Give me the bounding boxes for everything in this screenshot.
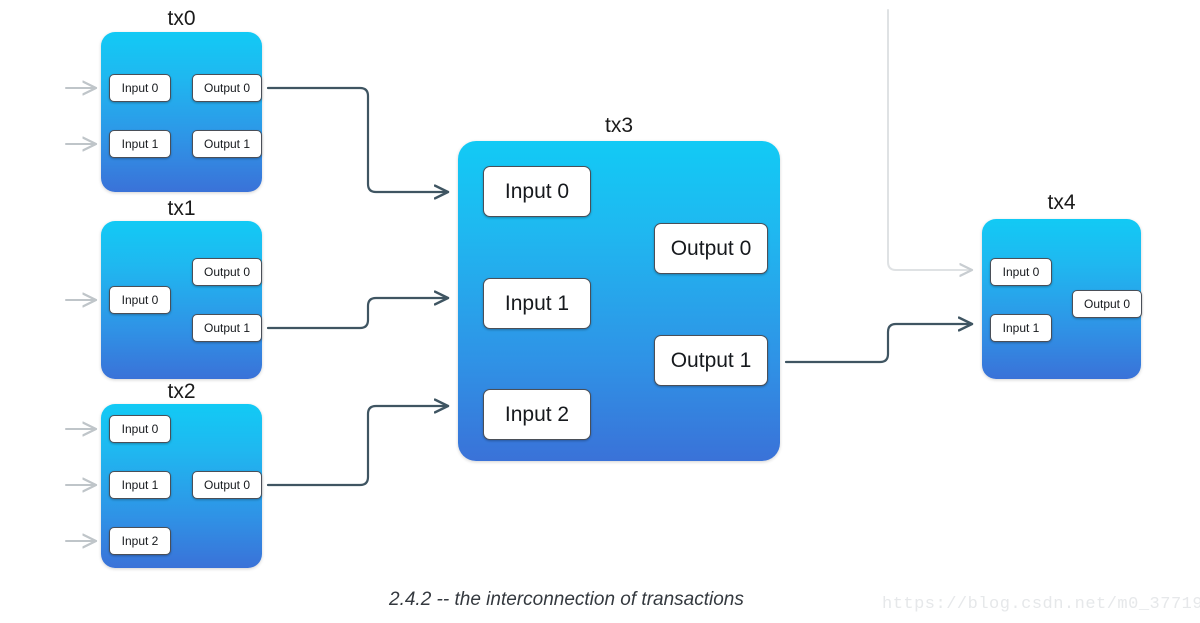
tx0-input-0[interactable]: Input 0 xyxy=(109,74,171,102)
watermark: https://blog.csdn.net/m0_37719047 xyxy=(882,595,1200,614)
tx3-input-2[interactable]: Input 2 xyxy=(483,389,591,440)
tx2-input-1[interactable]: Input 1 xyxy=(109,471,171,499)
tx1-output-1[interactable]: Output 1 xyxy=(192,314,262,342)
tx0-output-1[interactable]: Output 1 xyxy=(192,130,262,158)
tx2-input-2[interactable]: Input 2 xyxy=(109,527,171,555)
tx1-output-0[interactable]: Output 0 xyxy=(192,258,262,286)
connector-tx2-output0-to-tx3-input2 xyxy=(266,406,448,487)
transaction-box-tx0[interactable] xyxy=(101,32,262,192)
diagram-caption: 2.4.2 -- the interconnection of transact… xyxy=(389,589,744,610)
tx3-input-0[interactable]: Input 0 xyxy=(483,166,591,217)
tx3-input-1[interactable]: Input 1 xyxy=(483,278,591,329)
tx3-output-0[interactable]: Output 0 xyxy=(654,223,768,274)
tx-label-tx3: tx3 xyxy=(604,114,633,137)
tx4-input-0[interactable]: Input 0 xyxy=(990,258,1052,286)
tx-label-tx1: tx1 xyxy=(167,197,196,220)
tx2-input-0[interactable]: Input 0 xyxy=(109,415,171,443)
connector-external-to-tx4-input0 xyxy=(887,9,972,270)
tx-label-tx4: tx4 xyxy=(1047,191,1076,214)
tx-label-tx0: tx0 xyxy=(167,7,196,30)
tx4-output-0[interactable]: Output 0 xyxy=(1072,290,1142,318)
tx2-output-0[interactable]: Output 0 xyxy=(192,471,262,499)
tx0-input-1[interactable]: Input 1 xyxy=(109,130,171,158)
tx4-input-1[interactable]: Input 1 xyxy=(990,314,1052,342)
tx0-output-0[interactable]: Output 0 xyxy=(192,74,262,102)
connector-tx0-output0-to-tx3-input0 xyxy=(266,86,448,192)
tx-label-tx2: tx2 xyxy=(167,380,196,403)
tx1-input-0[interactable]: Input 0 xyxy=(109,286,171,314)
connector-tx3-output1-to-tx4-input1 xyxy=(784,324,972,364)
tx3-output-1[interactable]: Output 1 xyxy=(654,335,768,386)
connector-tx1-output1-to-tx3-input1 xyxy=(266,298,448,330)
